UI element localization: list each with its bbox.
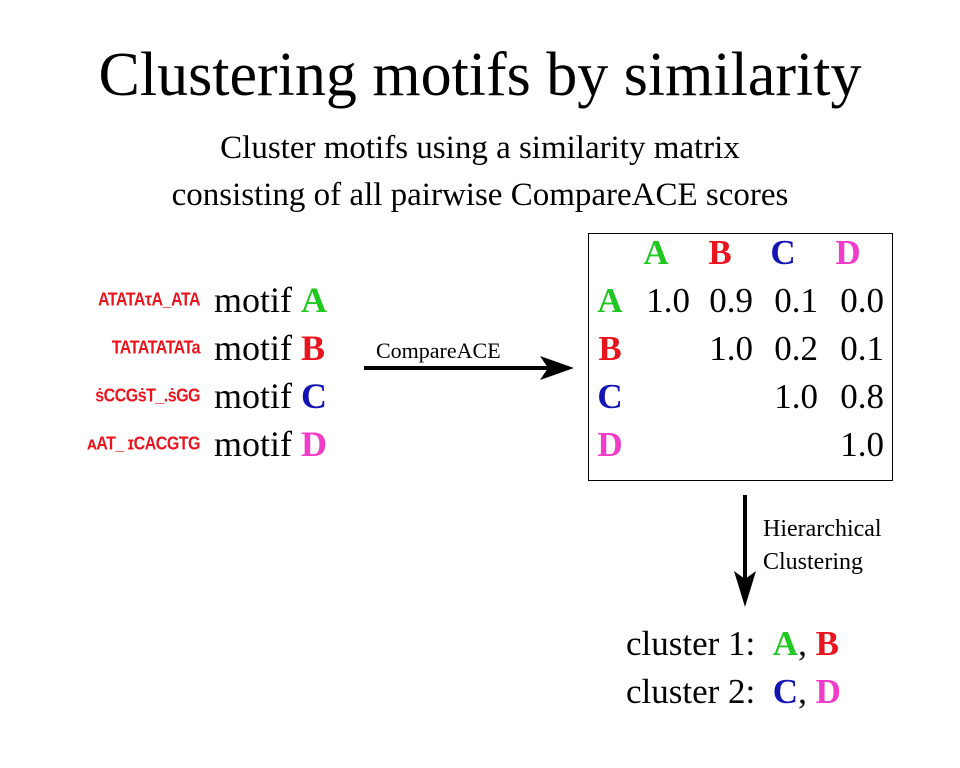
motif-logo-a: ATATAτA_ATA bbox=[97, 290, 201, 311]
matrix-row-header-c: C bbox=[597, 377, 623, 416]
motif-logo-c: ṡCCGṡT_.ṡGG bbox=[95, 386, 200, 407]
motif-item-c: motif C bbox=[214, 376, 327, 416]
subtitle-line-2: consisting of all pairwise CompareACE sc… bbox=[171, 177, 789, 213]
motif-item-a: motif A bbox=[214, 280, 327, 320]
motif-logo-d: ᴀAT_ ɪCACGTG bbox=[87, 434, 200, 455]
cluster-label: cluster 1: bbox=[626, 624, 756, 663]
matrix-cell: 0.8 bbox=[840, 377, 884, 416]
motif-label: motif bbox=[214, 328, 292, 368]
matrix-cell: 1.0 bbox=[774, 377, 818, 416]
matrix-cell: 0.9 bbox=[709, 281, 753, 320]
cluster-member-c: C bbox=[772, 672, 799, 711]
similarity-matrix bbox=[588, 233, 893, 481]
motif-item-d: motif D bbox=[214, 424, 327, 464]
cluster-2: cluster 2: C, D bbox=[626, 672, 841, 712]
motif-letter-c: C bbox=[301, 376, 327, 416]
separator: , bbox=[798, 624, 807, 663]
matrix-cell: 1.0 bbox=[646, 281, 690, 320]
label-line-1: Hierarchical bbox=[763, 516, 882, 542]
matrix-cell: 0.2 bbox=[774, 329, 818, 368]
matrix-cell: 0.1 bbox=[840, 329, 884, 368]
label-line-2: Clustering bbox=[763, 549, 863, 575]
down-arrow-icon bbox=[734, 495, 756, 607]
matrix-cell: 1.0 bbox=[709, 329, 753, 368]
matrix-cell: 0.1 bbox=[774, 281, 818, 320]
separator: , bbox=[798, 672, 807, 711]
motif-label: motif bbox=[214, 424, 292, 464]
compareace-label: CompareACE bbox=[376, 338, 501, 363]
cluster-member-b: B bbox=[815, 624, 839, 663]
matrix-row-header-b: B bbox=[598, 329, 622, 368]
cluster-member-a: A bbox=[772, 624, 799, 663]
matrix-row-header-a: A bbox=[597, 281, 623, 320]
motif-letter-a: A bbox=[301, 280, 327, 320]
cluster-1: cluster 1: A, B bbox=[626, 624, 839, 664]
matrix-col-header-b: B bbox=[708, 233, 732, 272]
cluster-label: cluster 2: bbox=[626, 672, 756, 711]
matrix-col-header-a: A bbox=[643, 233, 669, 272]
motif-logo-b: TATATATATa bbox=[111, 338, 201, 359]
matrix-row-header-d: D bbox=[597, 425, 623, 464]
motif-label: motif bbox=[214, 376, 292, 416]
hierarchical-clustering-label: Hierarchical Clustering bbox=[763, 513, 882, 579]
matrix-cell: 1.0 bbox=[840, 425, 884, 464]
right-arrow-icon bbox=[364, 356, 574, 380]
slide-title: Clustering motifs by similarity bbox=[98, 41, 862, 109]
matrix-col-header-c: C bbox=[770, 233, 796, 272]
cluster-member-d: D bbox=[815, 672, 841, 711]
matrix-cell: 0.0 bbox=[840, 281, 884, 320]
matrix-col-header-d: D bbox=[835, 233, 861, 272]
motif-label: motif bbox=[214, 280, 292, 320]
motif-letter-b: B bbox=[301, 328, 326, 368]
motif-letter-d: D bbox=[301, 424, 327, 464]
subtitle-line-1: Cluster motifs using a similarity matrix bbox=[220, 130, 740, 166]
motif-item-b: motif B bbox=[214, 328, 325, 368]
